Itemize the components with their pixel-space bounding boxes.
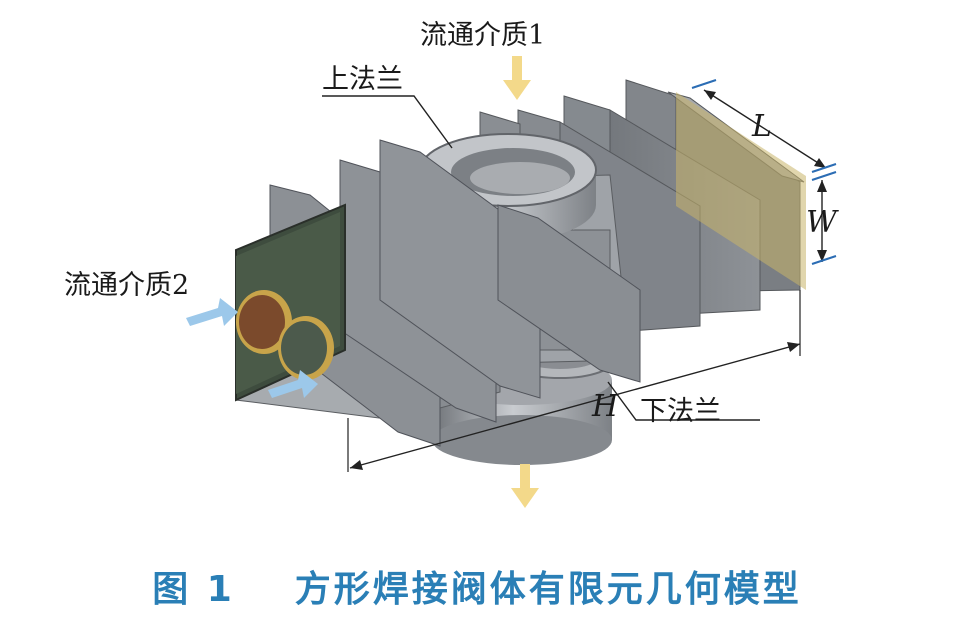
nozzle-upper [236,290,292,354]
upper-flange-leader [322,95,453,149]
dimension-l [691,79,837,173]
label-medium-1: 流通介质1 [420,20,546,51]
dimension-w [811,171,837,265]
figure-number: 图 1 [152,569,235,610]
figure-title: 方形焊接阀体有限元几何模型 [294,569,802,610]
label-lower-flange: 下法兰 [640,396,721,427]
rear-end-plate [676,92,806,290]
dimension-h [347,290,801,472]
dimension-label-h: H [592,389,619,424]
figure-caption: 图 1 方形焊接阀体有限元几何模型 [0,560,954,612]
front-fins [269,139,641,447]
label-upper-flange: 上法兰 [322,64,403,95]
flow-arrow-in-top [503,56,531,100]
dimension-label-l: L [752,109,772,144]
flow-arrow-left-upper [186,298,238,326]
dimension-label-w: W [806,205,837,240]
nozzle-lower [278,316,334,380]
flow-arrow-left-lower [268,370,318,398]
flow-arrow-out-bottom [511,464,539,508]
label-medium-2: 流通介质2 [64,270,190,301]
